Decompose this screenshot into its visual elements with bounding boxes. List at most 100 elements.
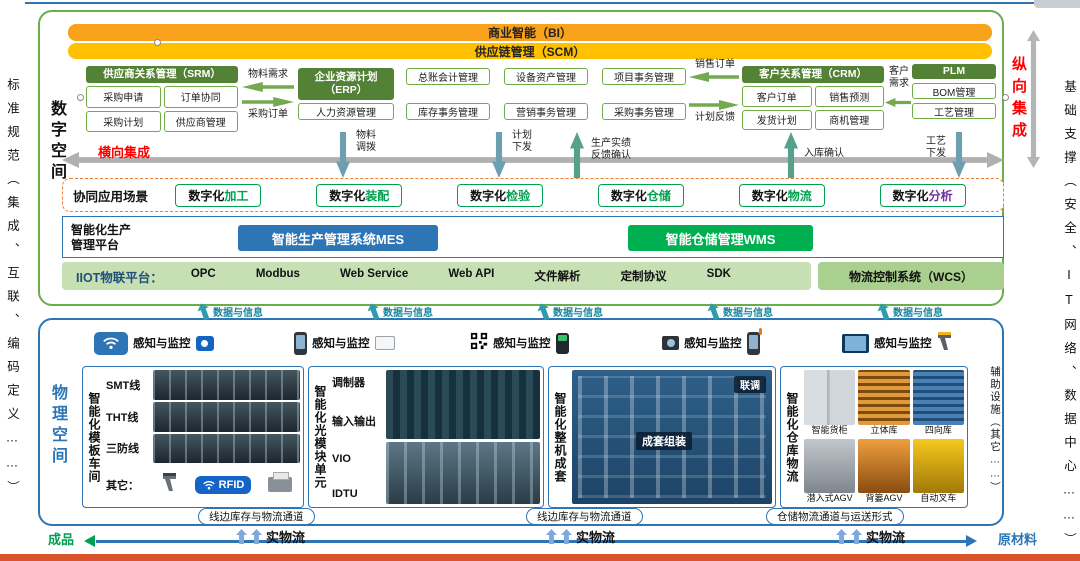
warehouse-cell: 四向库 xyxy=(912,370,964,436)
plan-issue-label: 计划下发 xyxy=(512,130,532,153)
rfid-badge: RFID xyxy=(194,475,252,494)
printer-icon xyxy=(267,472,292,493)
material-demand-arrow xyxy=(242,82,294,92)
physical-space-panel: 物理空间 辅助设施（其它……） 感知与监控 感知与监控 感知与监控 感知与监控 xyxy=(38,318,1004,526)
crm-items: 客户订单 销售预测 发货计划 商机管理 xyxy=(742,83,884,130)
erp-item: 采购事务管理 xyxy=(602,103,686,120)
optical-item-label: IDTU xyxy=(332,487,358,500)
cell-caption: 背篓AGV xyxy=(865,493,903,503)
workshop-optical-title: 智能化光模块单元 xyxy=(313,385,327,489)
wifi-icon xyxy=(94,331,128,355)
srm-items: 采购申请 订单协同 采购计划 供应商管理 xyxy=(86,83,238,132)
sensing-group: 感知与监控 xyxy=(842,327,953,359)
data-flow-label: 数据与信息 xyxy=(383,308,433,319)
scenario-panel: 协同应用场景 数字化加工 数字化装配 数字化检验 数字化仓储 数字化物流 数字化… xyxy=(62,178,1004,212)
device-icons: RFID xyxy=(153,465,300,504)
horizontal-integration-label: 横向集成 xyxy=(98,145,151,160)
scenario-accent: 加工 xyxy=(224,188,249,203)
erp-item: 设备资产管理 xyxy=(504,68,588,85)
up-arrow-icon xyxy=(875,301,892,321)
workshop-smt-rows: SMT线 THT线 三防线 其它： xyxy=(106,370,300,504)
material-flow-group: 实物流 xyxy=(236,527,305,546)
aux-facilities-label: 辅助设施（其它……） xyxy=(989,366,1001,494)
cell-caption: 自动叉车 xyxy=(920,493,957,503)
up-arrow-icon xyxy=(561,529,572,544)
optical-labels: 调制器 输入输出 VIO IDTU xyxy=(332,370,382,504)
material-flow-group: 实物流 xyxy=(546,527,615,546)
scenario-prefix: 数字化 xyxy=(470,188,507,203)
crm-item: 销售预测 xyxy=(814,86,884,107)
plan-feedback-arrow xyxy=(689,100,739,110)
workshop-warehouse-title: 智能化仓库物流 xyxy=(785,391,799,483)
scenario-prefix: 数字化 xyxy=(610,188,647,203)
window-chrome-tab xyxy=(1034,0,1080,8)
protocol-item: SDK xyxy=(706,268,731,280)
sales-order-arrow xyxy=(689,72,739,82)
erp-item: 总账会计管理 xyxy=(406,68,490,85)
line-label: SMT线 xyxy=(106,379,141,392)
raw-materials-arrow xyxy=(966,535,977,547)
erp-item: 营销事务管理 xyxy=(504,103,588,120)
up-arrow-icon xyxy=(851,529,862,544)
material-demand-label: 物料需求 xyxy=(248,69,288,80)
up-arrow-icon xyxy=(195,301,212,321)
connector-dot xyxy=(154,39,161,46)
camera-icon xyxy=(662,336,679,350)
line-side-channel-label: 线边库存与物流通道 xyxy=(526,508,643,525)
scanner-gun-icon xyxy=(161,472,178,498)
connector-dot xyxy=(1002,94,1009,101)
physical-space-label: 物理空间 xyxy=(49,384,66,468)
factory-floorplan-image: 联调 成套组装 xyxy=(572,370,772,504)
protocol-item: Web API xyxy=(448,268,495,280)
srm-item: 采购计划 xyxy=(86,110,161,132)
finished-goods-arrow xyxy=(84,535,95,547)
data-flow-group: 数据与信息 xyxy=(878,303,943,320)
material-flow-label: 实物流 xyxy=(266,530,306,545)
optical-item-label: 输入输出 xyxy=(332,416,376,429)
erp-title: 企业资源计划（ERP） xyxy=(298,68,394,100)
rfid-reader-icon xyxy=(195,335,214,351)
erp-module: 企业资源计划（ERP） 总账会计管理 设备资产管理 项目事务管理 人力资源管理 … xyxy=(298,68,686,120)
scenario-prefix: 数字化 xyxy=(892,188,929,203)
plan-issue-arrow xyxy=(492,132,506,178)
scenario-prefix: 数字化 xyxy=(188,188,225,203)
line-label: 其它： xyxy=(106,479,139,492)
plm-item: BOM管理 xyxy=(912,83,996,99)
line-label: THT线 xyxy=(106,411,139,424)
purchase-order-label: 采购订单 xyxy=(248,109,288,120)
up-arrow-icon xyxy=(836,529,847,544)
platform-label: 智能化生产管理平台 xyxy=(71,223,132,252)
material-transfer-arrow xyxy=(336,132,350,178)
warehouse-cell: 立体库 xyxy=(858,370,910,436)
tht-line-row: THT线 xyxy=(106,401,300,432)
submersible-agv-photo xyxy=(804,438,856,493)
handheld-terminal-icon xyxy=(294,331,307,355)
protocol-item: OPC xyxy=(190,268,216,280)
plm-title: PLM xyxy=(912,64,996,79)
workshop-smt-box: 智能化模板车间 SMT线 THT线 三防线 其它： xyxy=(82,366,304,508)
up-arrow-icon xyxy=(546,529,557,544)
iiot-protocols-bar: IIOT物联平台： OPC Modbus Web Service Web API… xyxy=(62,262,811,290)
optical-item-label: 调制器 xyxy=(332,377,365,389)
vertical-integration-label: 纵向集成 xyxy=(1010,56,1027,144)
scenario-accent: 分析 xyxy=(928,188,953,203)
up-arrow-icon xyxy=(365,301,382,321)
workshop-assembly-title: 智能化整机成套 xyxy=(553,391,567,483)
mes-box: 智能生产管理系统MES xyxy=(238,225,438,251)
srm-item: 采购申请 xyxy=(86,86,161,108)
workshop-optical-body: 调制器 输入输出 VIO IDTU xyxy=(332,370,540,504)
bi-bar: 商业智能（BI） xyxy=(68,24,992,41)
data-flow-label: 数据与信息 xyxy=(553,308,603,319)
bottom-accent-bar xyxy=(0,554,1080,561)
connector-dot xyxy=(77,94,84,101)
cell-caption: 潜入式AGV xyxy=(806,493,853,503)
tablet-icon xyxy=(842,333,869,353)
tht-line-photo xyxy=(153,401,300,432)
material-flow-line xyxy=(96,540,966,543)
workshop-warehouse-box: 智能化仓库物流 智能货柜 立体库 四向库 潜入式AGV 背篓AGV 自动叉车 xyxy=(780,366,968,508)
material-flow-label: 实物流 xyxy=(866,530,906,545)
cell-caption: 四向库 xyxy=(924,424,952,435)
material-flow-group: 实物流 xyxy=(836,527,905,546)
scenario-prefix: 数字化 xyxy=(329,188,366,203)
